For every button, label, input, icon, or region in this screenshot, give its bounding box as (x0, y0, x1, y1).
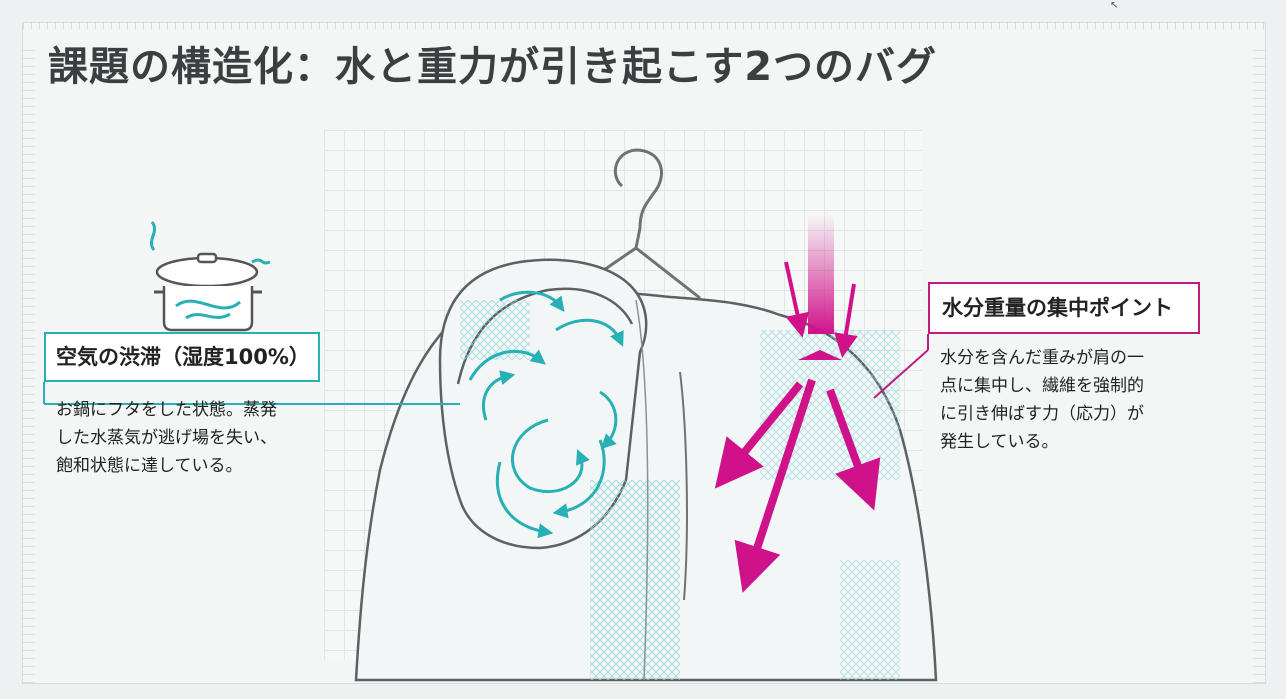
weight-description-line: 水分を含んだ重みが肩の一 (940, 348, 1144, 368)
page-title: 課題の構造化：水と重力が引き起こす2つのバグ (48, 44, 938, 90)
left-ruler (23, 43, 35, 683)
humidity-label: 空気の渋滞（湿度100%） (44, 332, 320, 382)
weight-description-line: 発生している。 (940, 432, 1059, 452)
right-ruler (1253, 43, 1265, 683)
humidity-description: お鍋にフタをした状態。蒸発 した水蒸気が逃げ場を失い、 飽和状態に達している。 (56, 396, 277, 480)
top-ruler (23, 23, 1265, 43)
humidity-description-line: 飽和状態に達している。 (56, 456, 243, 476)
mouse-cursor-icon: ↖ (1110, 0, 1119, 11)
weight-description-line: に引き伸ばす力（応力）が (940, 404, 1144, 424)
weight-concentration-label: 水分重量の集中ポイント (928, 282, 1200, 334)
weight-description: 水分を含んだ重みが肩の一 点に集中し、繊維を強制的 に引き伸ばす力（応力）が 発… (940, 344, 1144, 456)
weight-description-line: 点に集中し、繊維を強制的 (940, 376, 1144, 396)
humidity-description-line: した水蒸気が逃げ場を失い、 (56, 428, 277, 448)
humidity-description-line: お鍋にフタをした状態。蒸発 (56, 400, 277, 420)
